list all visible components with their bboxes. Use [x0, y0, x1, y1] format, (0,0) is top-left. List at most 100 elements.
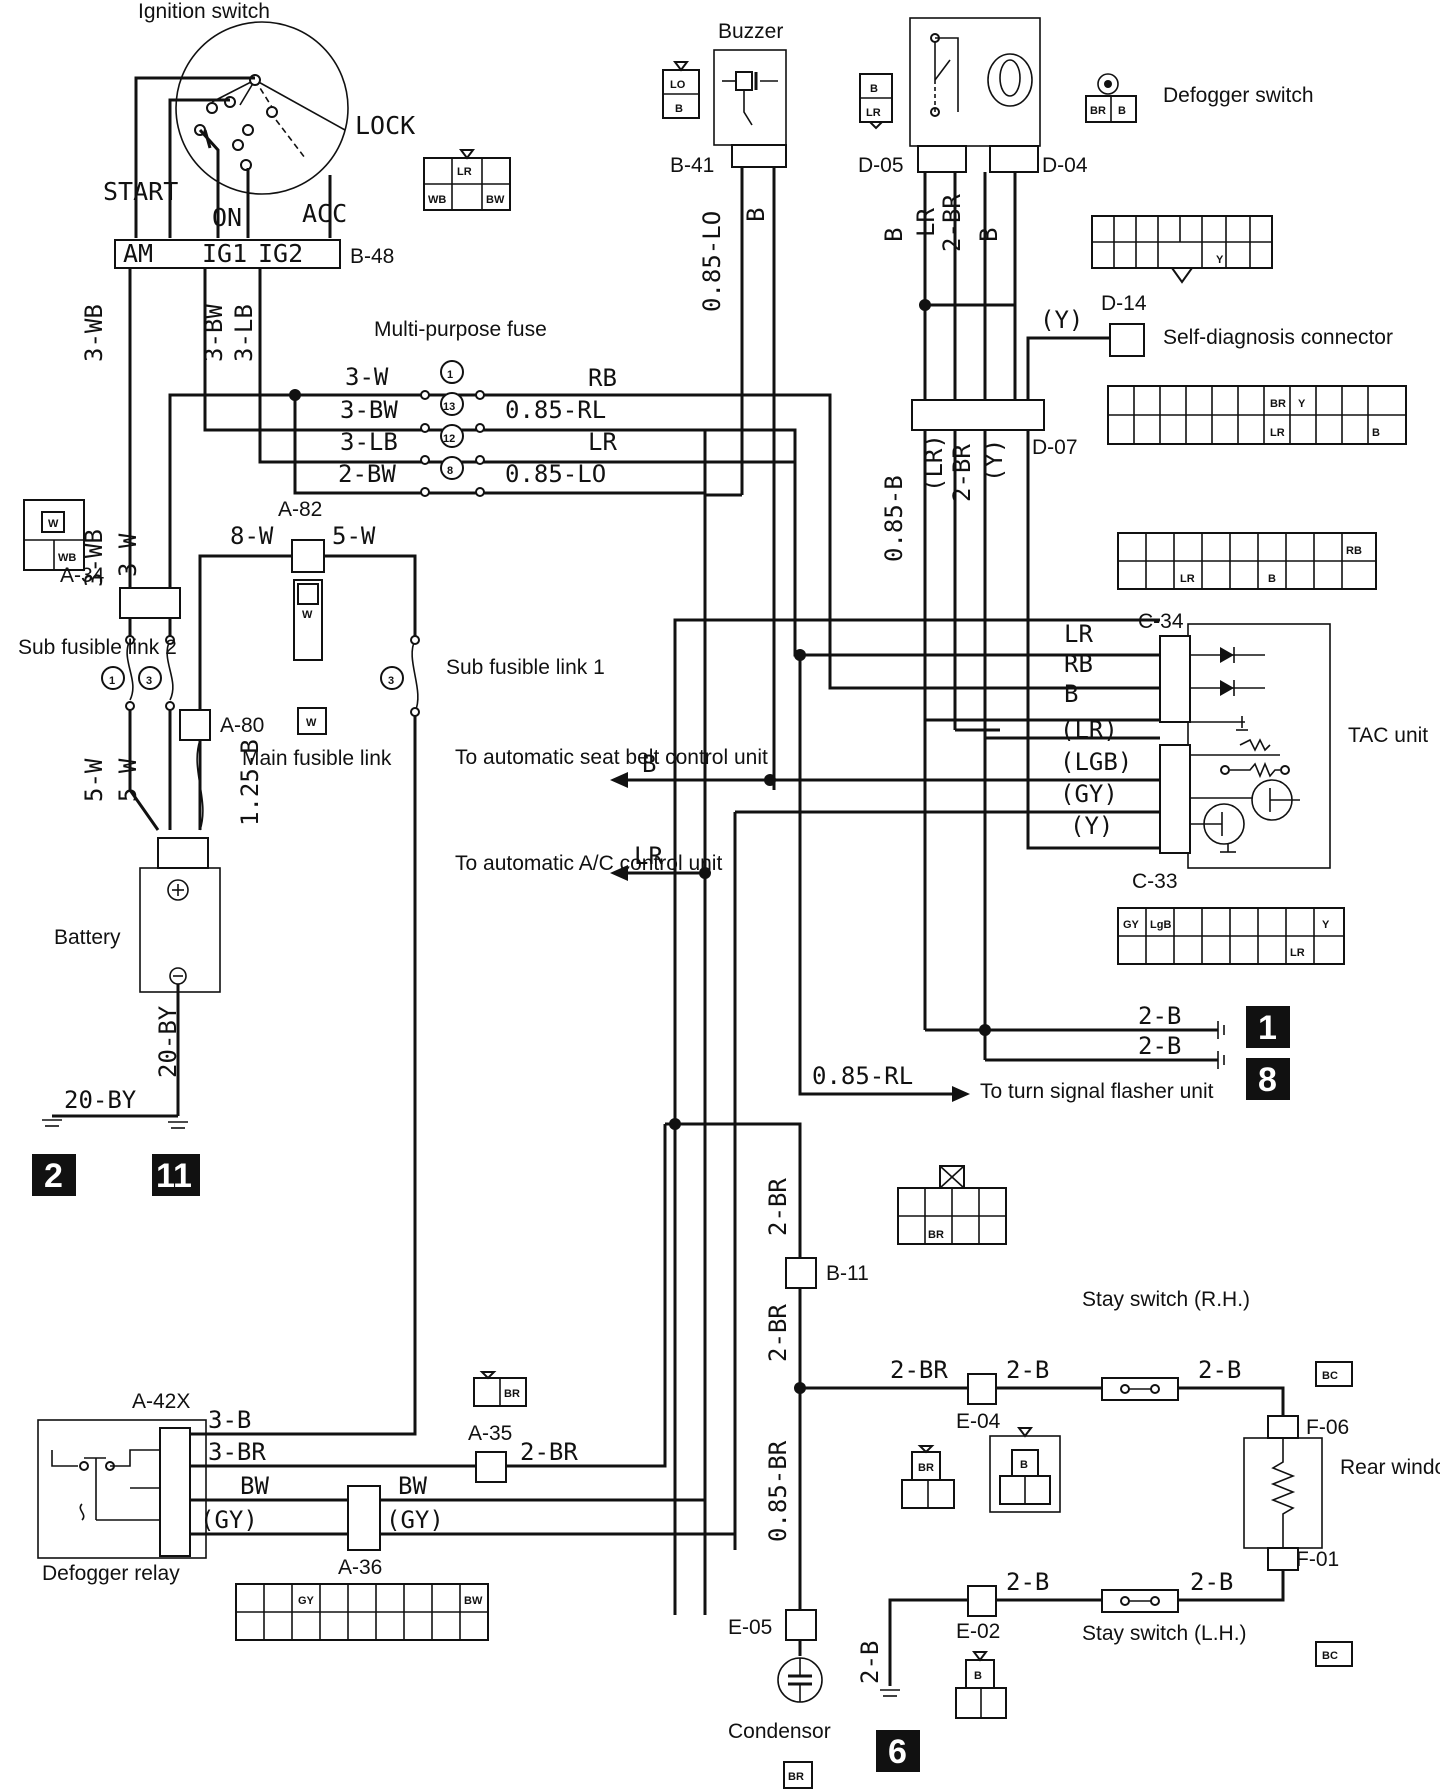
- wire-gy-a36: (GY): [386, 1506, 444, 1534]
- a34-label: A-34: [60, 564, 105, 587]
- condensor-label: Condensor: [728, 1720, 831, 1743]
- svg-text:2: 2: [44, 1157, 63, 1195]
- wire-125b: 1.25-B: [236, 739, 264, 826]
- wire-3b-relay: 3-B: [208, 1406, 251, 1434]
- wire-3lb: 3-LB: [340, 428, 398, 456]
- svg-text:GY: GY: [298, 1595, 315, 1607]
- defogger-switch-connector-symbol: B LR: [859, 73, 893, 130]
- turn-signal-wire: [798, 655, 970, 1102]
- battery-label: Battery: [54, 926, 121, 949]
- wire-lr-d05: LR: [912, 208, 940, 237]
- left-power-wires: [128, 268, 1160, 1615]
- ground-badge-8: [1246, 1058, 1290, 1100]
- sub-link2-label: Sub fusible link 2: [18, 636, 177, 659]
- svg-text:LO: LO: [670, 79, 686, 91]
- battery-ground-wires: [42, 984, 188, 1129]
- wire-b-buzzer: B: [742, 208, 770, 222]
- f06-connector: [1267, 1415, 1299, 1439]
- svg-text:BW: BW: [486, 194, 505, 206]
- defogger-switch-wires: [919, 172, 1160, 1060]
- to-seatbelt-label: To automatic seat belt control unit: [455, 746, 768, 769]
- b48-connector: [114, 239, 341, 269]
- wire-5w-b: 5-W: [114, 758, 142, 802]
- svg-text:W: W: [302, 609, 313, 621]
- svg-text:6: 6: [888, 1733, 907, 1771]
- svg-text:BC: BC: [1322, 1370, 1338, 1382]
- wire-2b-rh: 2-B: [1198, 1356, 1241, 1384]
- wire-085lo-v: 0.85-LO: [698, 211, 726, 312]
- left-connector-symbol: W WB: [23, 499, 85, 571]
- svg-text:LR: LR: [1180, 573, 1195, 585]
- svg-text:1: 1: [1258, 1009, 1277, 1047]
- wire-2b-g6: 2-B: [856, 1641, 884, 1684]
- wire-3w: 3-W: [345, 363, 389, 391]
- stay-rh-label: Stay switch (R.H.): [1082, 1288, 1250, 1311]
- am-terminal: AM: [123, 239, 153, 268]
- svg-text:RB: RB: [1346, 545, 1362, 557]
- svg-text:Y: Y: [1322, 919, 1330, 931]
- multi-fuse-label: Multi-purpose fuse: [374, 318, 547, 341]
- ground-badge-1: [1246, 1006, 1290, 1048]
- wire-gy-relay: (GY): [200, 1506, 258, 1534]
- wire-20by-v: 20-BY: [154, 1005, 182, 1078]
- battery: [139, 867, 221, 993]
- tac-label: TAC unit: [1348, 724, 1428, 747]
- svg-text:BR: BR: [788, 1771, 804, 1783]
- svg-text:1: 1: [447, 369, 453, 381]
- svg-text:8: 8: [447, 465, 453, 477]
- svg-text:B: B: [675, 103, 683, 115]
- tac-internals: [1190, 647, 1300, 853]
- wire-lr: LR: [588, 428, 617, 456]
- condensor: [777, 1640, 823, 1703]
- b48-label: B-48: [350, 245, 394, 268]
- svg-text:LR: LR: [866, 107, 881, 119]
- ground-badge-11: [152, 1154, 200, 1196]
- svg-text:GY: GY: [1123, 919, 1140, 931]
- d07-connector-grid: BR Y LR B: [1107, 385, 1407, 445]
- defogger-switch: [909, 17, 1041, 173]
- svg-text:BW: BW: [464, 1595, 483, 1607]
- svg-text:B: B: [1118, 105, 1126, 117]
- wire-rb: RB: [588, 364, 617, 392]
- wire-3wb-top: 3-WB: [80, 304, 108, 362]
- wire-2br-b11b: 2-BR: [764, 1304, 792, 1362]
- d14-connector-grid: Y: [1091, 215, 1273, 284]
- a36-connector-grid: GY BW: [235, 1583, 489, 1641]
- wire-lgb-tac: (LGB): [1060, 748, 1132, 776]
- wire-b-seatbelt: B: [642, 750, 656, 778]
- wire-2bw: 2-BW: [338, 460, 396, 488]
- svg-text:13: 13: [443, 401, 455, 413]
- stay-lh-label: Stay switch (L.H.): [1082, 1622, 1247, 1645]
- sub-fusible-links: 1 3: [101, 618, 175, 831]
- c34-connector: [1159, 635, 1191, 723]
- c33-label: C-33: [1132, 870, 1178, 893]
- f01-label: F-01: [1296, 1548, 1339, 1571]
- b41-label: B-41: [670, 154, 714, 177]
- f01-connector: [1267, 1547, 1299, 1571]
- on-label: ON: [212, 203, 242, 232]
- svg-text:LR: LR: [457, 166, 472, 178]
- to-turn-label: To turn signal flasher unit: [980, 1080, 1214, 1103]
- start-label: START: [103, 177, 178, 206]
- svg-text:B: B: [1020, 1459, 1028, 1471]
- svg-text:B: B: [1268, 573, 1276, 585]
- d14-label: D-14: [1101, 292, 1147, 315]
- ground-wires-right: [925, 1021, 1225, 1069]
- wire-3br-relay: 3-BR: [208, 1438, 266, 1466]
- svg-text:B: B: [974, 1670, 982, 1682]
- wire-2b-g1: 2-B: [1138, 1002, 1181, 1030]
- buzzer-label: Buzzer: [718, 20, 783, 43]
- a82-label: A-82: [278, 498, 322, 521]
- e05-connector: [785, 1609, 817, 1641]
- svg-text:W: W: [306, 717, 317, 729]
- buzzer: [705, 49, 787, 790]
- main-link-label: Main fusible link: [242, 747, 392, 770]
- svg-text:BR: BR: [928, 1229, 944, 1241]
- wire-3bw-top: 3-BW: [200, 304, 228, 362]
- svg-text:1: 1: [109, 675, 115, 687]
- d04-label: D-04: [1042, 154, 1088, 177]
- svg-text:LR: LR: [1290, 947, 1305, 959]
- wire-b-tac: B: [1064, 680, 1078, 708]
- wire-3w-mid: 3-W: [114, 533, 142, 577]
- rear-window-defogger: [1243, 1437, 1323, 1549]
